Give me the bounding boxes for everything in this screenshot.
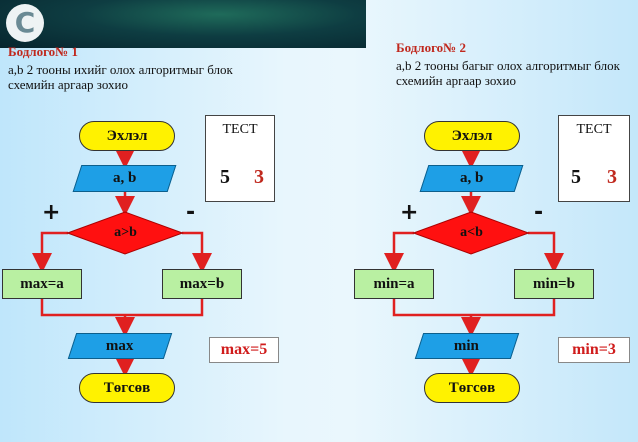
test-value-a-1: 5 bbox=[220, 166, 230, 188]
condition-decision-1: a>b bbox=[68, 212, 183, 254]
merge-line-1 bbox=[40, 299, 204, 317]
start-terminal-2: Эхлэл bbox=[424, 121, 520, 151]
no-process-2: min=b bbox=[514, 269, 594, 299]
output-label-2: min bbox=[454, 337, 480, 354]
test-value-b-1: 3 bbox=[254, 166, 264, 188]
arrow-yes-branch-1 bbox=[32, 231, 68, 273]
output-block-1: max bbox=[67, 333, 173, 359]
yes-sign-1: + bbox=[42, 200, 61, 225]
condition-label-1: a>b bbox=[114, 225, 137, 240]
test-value-b-2: 3 bbox=[607, 166, 617, 188]
no-process-1: max=b bbox=[162, 269, 242, 299]
yes-process-2: min=a bbox=[354, 269, 434, 299]
input-block-2: a, b bbox=[419, 165, 524, 192]
merge-line-2 bbox=[392, 299, 556, 317]
arrow-no-branch-2 bbox=[528, 231, 564, 273]
no-sign-2: - bbox=[534, 200, 544, 225]
no-sign-1: - bbox=[186, 200, 196, 225]
output-block-2: min bbox=[414, 333, 520, 359]
decision-diamond-2 bbox=[412, 211, 530, 255]
logo-icon: C bbox=[6, 4, 44, 42]
problem-1-heading: Бодлого№ 1 bbox=[8, 44, 78, 59]
test-label-2: ТЕСТ bbox=[576, 122, 612, 137]
end-terminal-2: Төгсөв bbox=[424, 373, 520, 403]
condition-decision-2: a<b bbox=[414, 212, 529, 254]
input-block-1: a, b bbox=[72, 165, 177, 192]
start-terminal-1: Эхлэл bbox=[79, 121, 175, 151]
input-label-2: a, b bbox=[459, 170, 484, 186]
problem-2-description: a,b 2 тооны багыг олох алгоритмыг блок с… bbox=[396, 58, 620, 88]
result-box-1: max=5 bbox=[209, 337, 279, 363]
problem-2-heading: Бодлого№ 2 bbox=[396, 40, 466, 55]
input-label-1: a, b bbox=[112, 170, 137, 186]
header-banner: C bbox=[0, 0, 366, 48]
arrow-yes-branch-2 bbox=[384, 231, 414, 273]
arrow-no-branch-1 bbox=[182, 231, 212, 273]
test-label-1: ТЕСТ bbox=[222, 122, 258, 137]
yes-process-1: max=a bbox=[2, 269, 82, 299]
output-label-1: max bbox=[106, 337, 134, 354]
end-terminal-1: Төгсөв bbox=[79, 373, 175, 403]
test-box-1: ТЕСТ 5 3 bbox=[205, 115, 275, 202]
condition-label-2: a<b bbox=[460, 225, 483, 240]
problem-1-description: a,b 2 тооны ихийг олох алгоритмыг блок с… bbox=[8, 62, 233, 92]
test-box-2: ТЕСТ 5 3 bbox=[558, 115, 630, 202]
decision-diamond-1 bbox=[66, 211, 184, 255]
yes-sign-2: + bbox=[400, 200, 419, 225]
test-value-a-2: 5 bbox=[571, 166, 581, 188]
result-box-2: min=3 bbox=[558, 337, 630, 363]
